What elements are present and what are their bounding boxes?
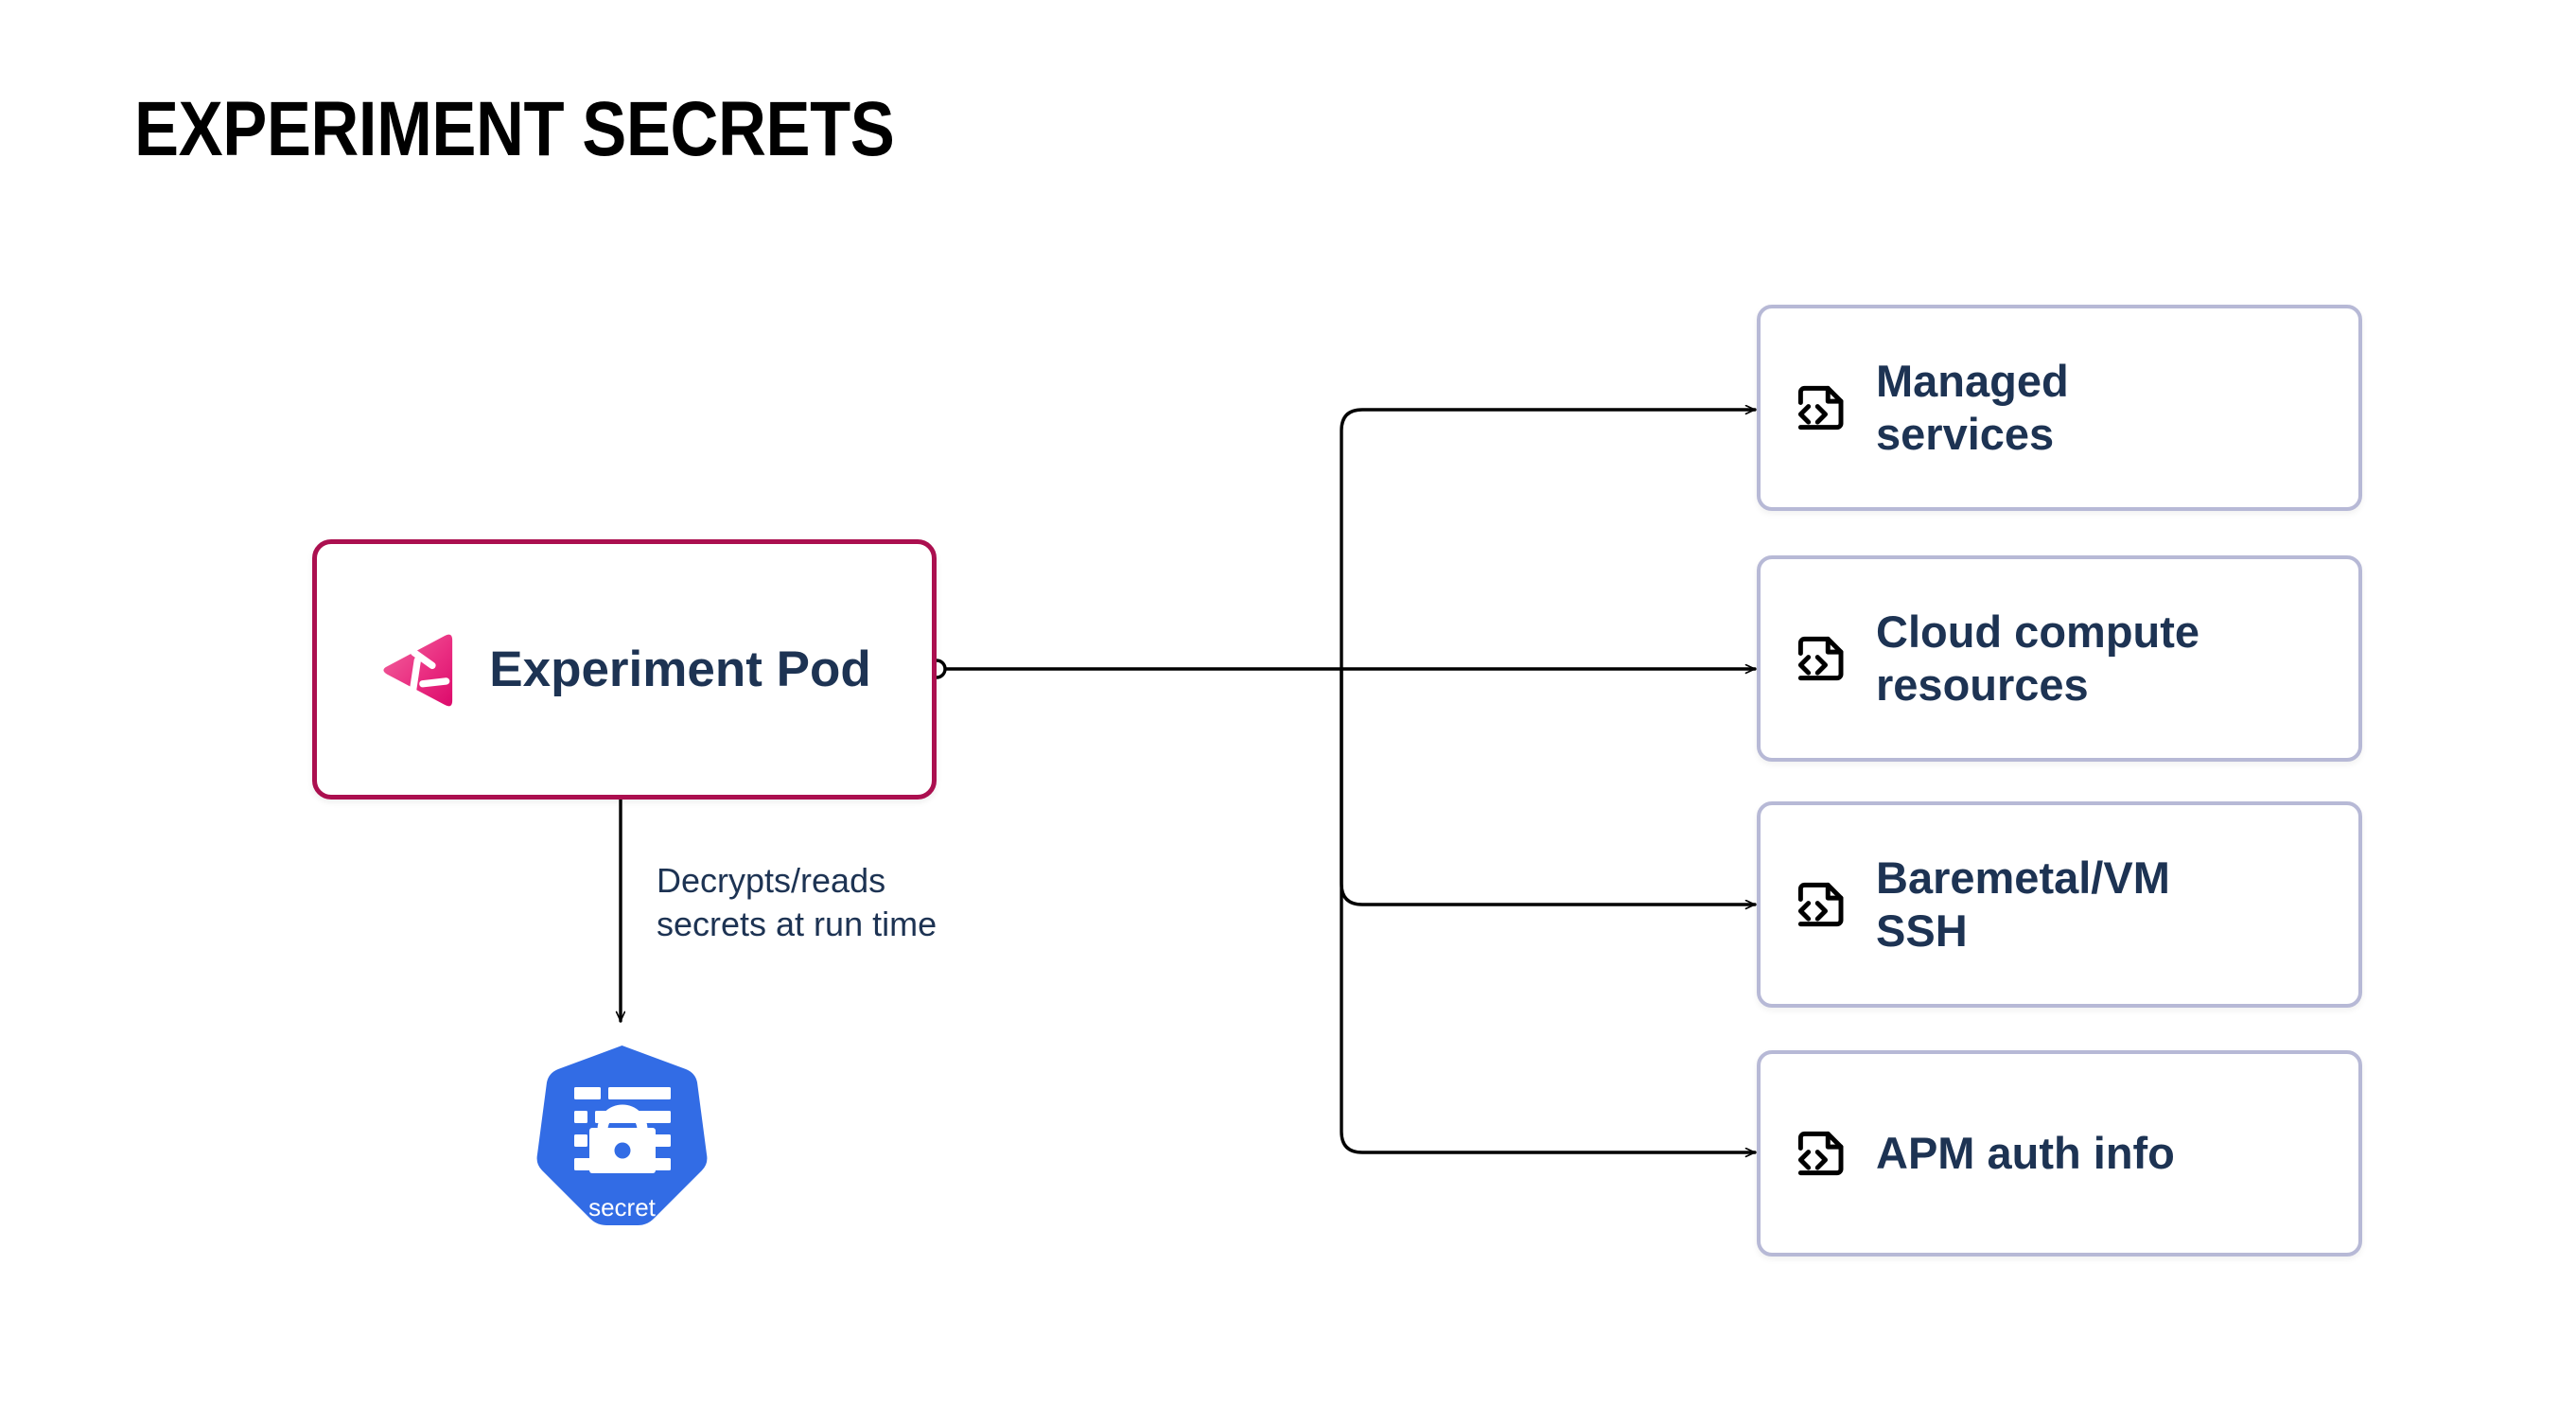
node-experiment-pod[interactable]: Experiment Pod bbox=[312, 539, 937, 800]
gremlin-logo-icon bbox=[383, 634, 453, 706]
file-code-icon bbox=[1797, 882, 1844, 927]
node-label-line-2: services bbox=[1876, 409, 2055, 459]
edge-pod-to-managed-services bbox=[1340, 410, 1757, 671]
edge-label-line-1: Decrypts/reads bbox=[657, 861, 886, 900]
node-label-line-1: Managed bbox=[1876, 355, 2069, 406]
node-label-line-1: Cloud compute bbox=[1876, 606, 2200, 657]
node-cloud-compute-resources[interactable]: Cloud compute resources bbox=[1757, 555, 2362, 762]
file-code-icon bbox=[1797, 385, 1844, 431]
file-code-icon bbox=[1797, 1131, 1844, 1176]
file-code-icon bbox=[1797, 636, 1844, 681]
node-kubernetes-secret-label: secret bbox=[588, 1193, 657, 1221]
kubernetes-secret-icon: secret bbox=[536, 1046, 708, 1225]
edge-label-line-2: secrets at run time bbox=[657, 905, 938, 944]
node-label-line-1: Baremetal/VM bbox=[1876, 852, 2170, 903]
edge-pod-to-baremetal-vm-ssh bbox=[1340, 667, 1757, 905]
node-kubernetes-secret[interactable]: secret bbox=[534, 1043, 710, 1228]
node-label-line-1: APM auth info bbox=[1876, 1127, 2175, 1178]
node-experiment-pod-label: Experiment Pod bbox=[489, 641, 871, 697]
node-baremetal-vm-ssh[interactable]: Baremetal/VM SSH bbox=[1757, 801, 2362, 1008]
edge-label-pod-to-secret: Decrypts/reads secrets at run time bbox=[657, 859, 1063, 946]
page-title: EXPERIMENT SECRETS bbox=[134, 86, 895, 172]
node-label-line-2: SSH bbox=[1876, 905, 1968, 956]
edge-pod-to-apm-auth-info bbox=[1340, 667, 1757, 1152]
node-label-line-2: resources bbox=[1876, 659, 2089, 710]
node-label: APM auth info bbox=[1876, 1127, 2175, 1180]
node-managed-services[interactable]: Managed services bbox=[1757, 305, 2362, 511]
node-label: Managed services bbox=[1876, 355, 2069, 462]
node-label: Cloud compute resources bbox=[1876, 606, 2199, 712]
node-label: Baremetal/VM SSH bbox=[1876, 852, 2170, 958]
node-apm-auth-info[interactable]: APM auth info bbox=[1757, 1050, 2362, 1257]
